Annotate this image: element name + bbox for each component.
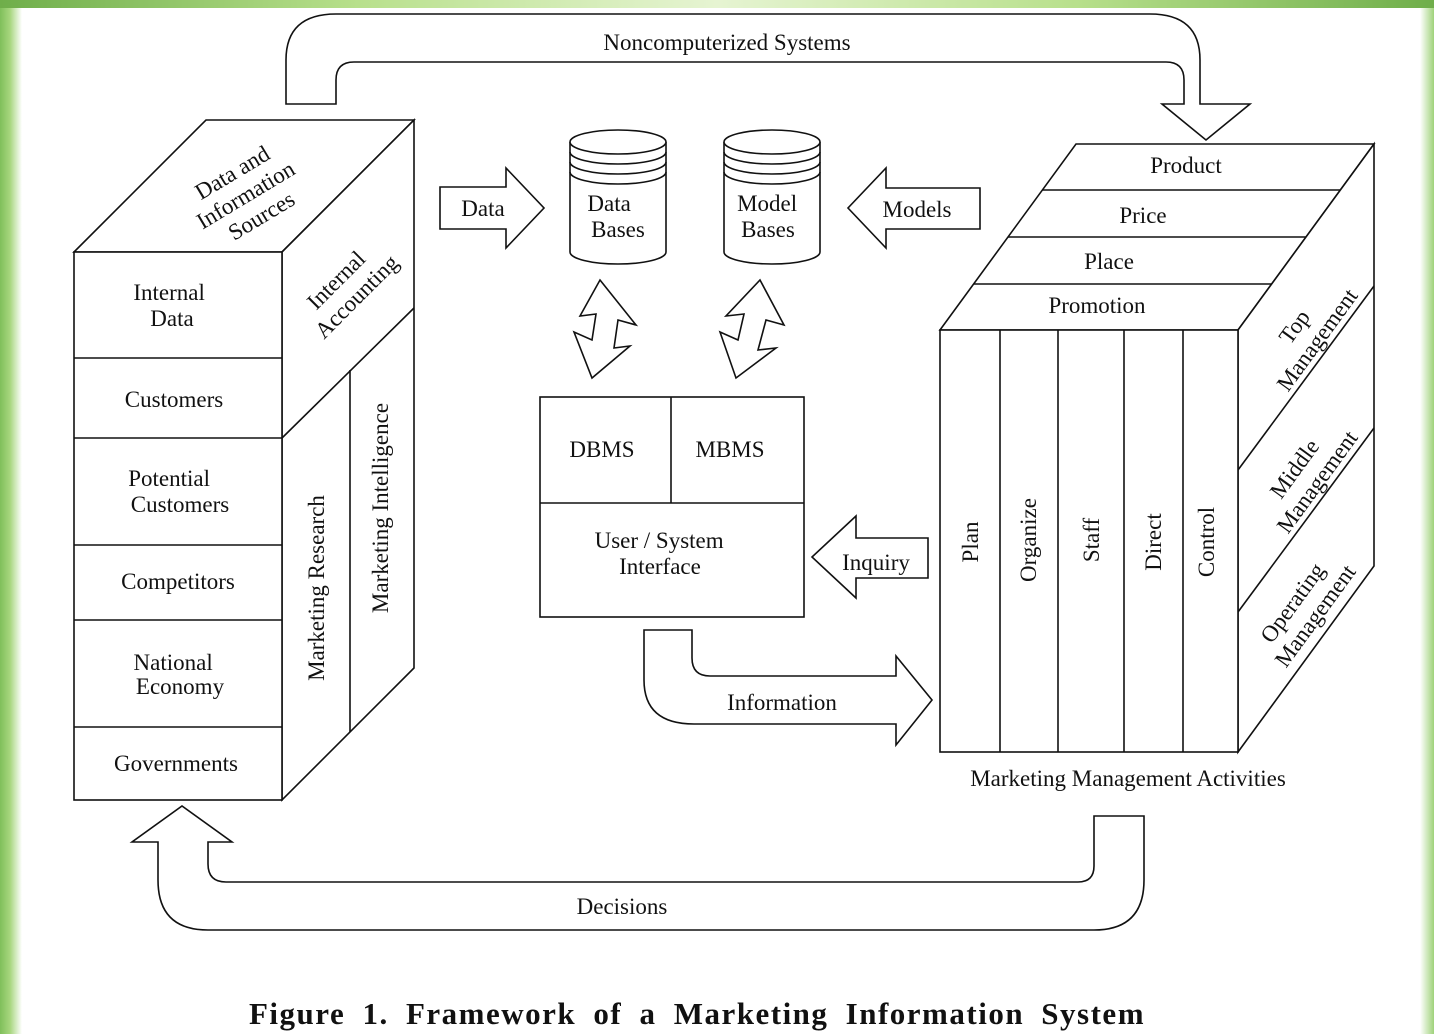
function-control: Control xyxy=(1194,507,1219,577)
interface-label: User / System Interface xyxy=(595,528,730,579)
row-customers: Customers xyxy=(125,387,223,412)
model-bases-label: Model Bases xyxy=(737,191,803,242)
mis-diagram: Noncomputerized Systems Decisions Data a… xyxy=(72,13,1376,931)
db-exchange-arrow xyxy=(572,278,639,380)
row-competitors: Competitors xyxy=(121,569,235,594)
mbms-label: MBMS xyxy=(695,437,764,462)
marketing-intelligence-label: Marketing Intelligence xyxy=(368,403,393,613)
data-bases-label: Data Bases xyxy=(587,191,644,242)
figure-caption: Figure 1. Framework of a Marketing Infor… xyxy=(248,996,1146,1031)
mix-price: Price xyxy=(1119,203,1166,228)
models-arrow: Models xyxy=(846,165,981,251)
inquiry-arrow-label: Inquiry xyxy=(842,550,910,575)
mix-place: Place xyxy=(1084,249,1134,274)
function-plan: Plan xyxy=(958,521,983,562)
sources-cube: Data and Information Sources Internal Da… xyxy=(72,118,416,802)
model-bases-cylinder: Model Bases xyxy=(723,129,821,265)
mix-product: Product xyxy=(1150,153,1222,178)
noncomputerized-flow-arrow: Noncomputerized Systems xyxy=(285,13,1253,142)
data-arrow-label: Data xyxy=(461,196,504,221)
noncomputerized-label: Noncomputerized Systems xyxy=(603,30,850,55)
activities-cube: Product Price Place Promotion Plan Organ… xyxy=(938,141,1376,791)
activities-front-face xyxy=(939,329,1239,753)
system-box: DBMS MBMS User / System Interface xyxy=(539,396,805,618)
row-internal-data: Internal Data xyxy=(133,280,210,331)
data-arrow: Data xyxy=(439,165,546,251)
dbms-label: DBMS xyxy=(569,437,634,462)
sources-front-face xyxy=(73,251,283,801)
activities-footer-label: Marketing Management Activities xyxy=(970,766,1286,791)
function-direct: Direct xyxy=(1141,513,1166,571)
information-arrow-label: Information xyxy=(727,690,837,715)
data-bases-cylinder: Data Bases xyxy=(569,129,667,265)
row-national-economy: National Economy xyxy=(134,650,225,699)
decisions-label: Decisions xyxy=(577,894,668,919)
inquiry-arrow: Inquiry xyxy=(810,514,929,600)
models-arrow-label: Models xyxy=(883,197,952,222)
row-governments: Governments xyxy=(114,751,238,776)
marketing-research-label: Marketing Research xyxy=(304,495,329,681)
mb-exchange-arrow xyxy=(718,278,786,380)
row-potential-customers: Potential Customers xyxy=(128,466,229,517)
mix-promotion: Promotion xyxy=(1048,293,1146,318)
function-staff: Staff xyxy=(1079,518,1104,563)
information-arrow: Information xyxy=(643,629,934,748)
function-organize: Organize xyxy=(1016,498,1041,582)
top-decorative-band xyxy=(0,0,1434,8)
decisions-flow-arrow: Decisions xyxy=(129,805,1145,931)
